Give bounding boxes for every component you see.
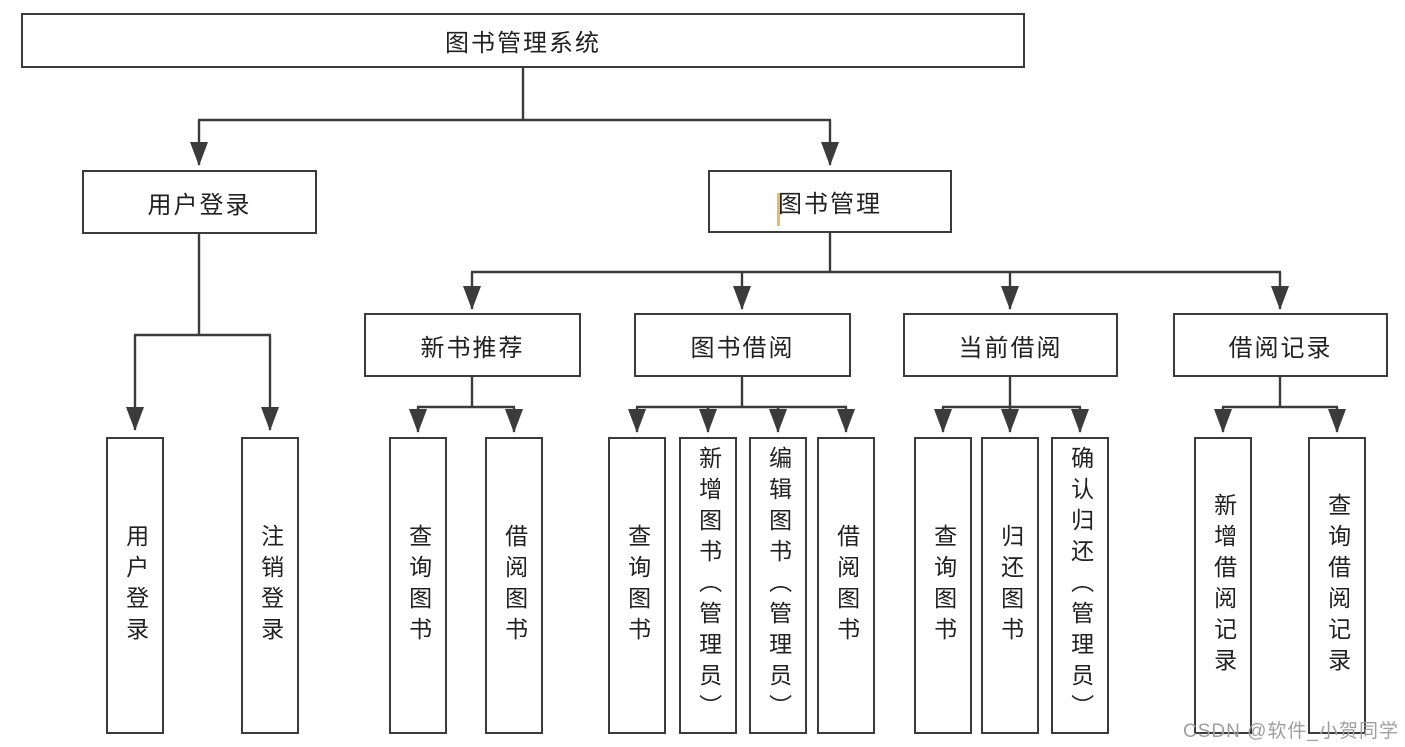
leaf-borrow-books-borrowing: 借阅图书: [817, 437, 875, 734]
node-current-borrowing-label: 当前借阅: [958, 334, 1063, 362]
leaf-logout-login: 注销登录: [241, 437, 299, 734]
leaf-return-books: 归还图书: [981, 437, 1039, 734]
node-current-borrowing: 当前借阅: [903, 313, 1118, 377]
node-new-book-recommend-label: 新书推荐: [420, 334, 525, 362]
node-borrowing-records: 借阅记录: [1173, 313, 1388, 377]
node-library-system-label: 图书管理系统: [445, 30, 601, 57]
node-user-login: 用户登录: [82, 170, 317, 234]
leaf-return-books-label: 归还图书: [997, 523, 1024, 648]
leaf-add-books-admin: 新增图书（管理员）: [679, 437, 737, 734]
leaf-query-books-recommend: 查询图书: [389, 437, 447, 734]
leaf-logout-login-label: 注销登录: [257, 523, 284, 648]
leaf-add-borrow-record: 新增借阅记录: [1194, 437, 1252, 734]
leaf-query-books-borrowing: 查询图书: [608, 437, 666, 734]
node-library-system: 图书管理系统: [21, 13, 1025, 68]
leaf-query-books-current-label: 查询图书: [930, 523, 957, 648]
leaf-add-borrow-record-label: 新增借阅记录: [1210, 492, 1237, 679]
leaf-query-books-recommend-label: 查询图书: [405, 523, 432, 648]
leaf-query-books-borrowing-label: 查询图书: [624, 523, 651, 648]
text-cursor-artifact: [777, 193, 780, 226]
node-user-login-label: 用户登录: [147, 191, 252, 219]
leaf-user-login: 用户登录: [106, 437, 164, 734]
leaf-add-books-admin-label: 新增图书（管理员）: [695, 446, 722, 725]
leaf-query-borrow-record: 查询借阅记录: [1308, 437, 1366, 734]
leaf-borrow-books-recommend-label: 借阅图书: [501, 523, 528, 648]
node-borrowing-records-label: 借阅记录: [1228, 334, 1333, 362]
leaf-query-books-current: 查询图书: [914, 437, 972, 734]
leaf-edit-books-admin-label: 编辑图书（管理员）: [765, 446, 792, 725]
node-book-borrowing-label: 图书借阅: [690, 334, 795, 362]
leaf-edit-books-admin: 编辑图书（管理员）: [749, 437, 807, 734]
node-book-management: 图书管理: [708, 170, 952, 233]
leaf-query-borrow-record-label: 查询借阅记录: [1324, 492, 1351, 679]
leaf-confirm-return-admin: 确认归还（管理员）: [1051, 437, 1109, 734]
node-book-borrowing: 图书借阅: [634, 313, 851, 377]
node-new-book-recommend: 新书推荐: [364, 313, 581, 377]
leaf-borrow-books-borrowing-label: 借阅图书: [833, 523, 860, 648]
leaf-confirm-return-admin-label: 确认归还（管理员）: [1067, 446, 1094, 725]
leaf-user-login-label: 用户登录: [122, 523, 149, 648]
watermark: CSDN @软件_小贺同学: [1183, 721, 1399, 742]
leaf-borrow-books-recommend: 借阅图书: [485, 437, 543, 734]
node-book-management-label: 图书管理: [778, 191, 882, 218]
